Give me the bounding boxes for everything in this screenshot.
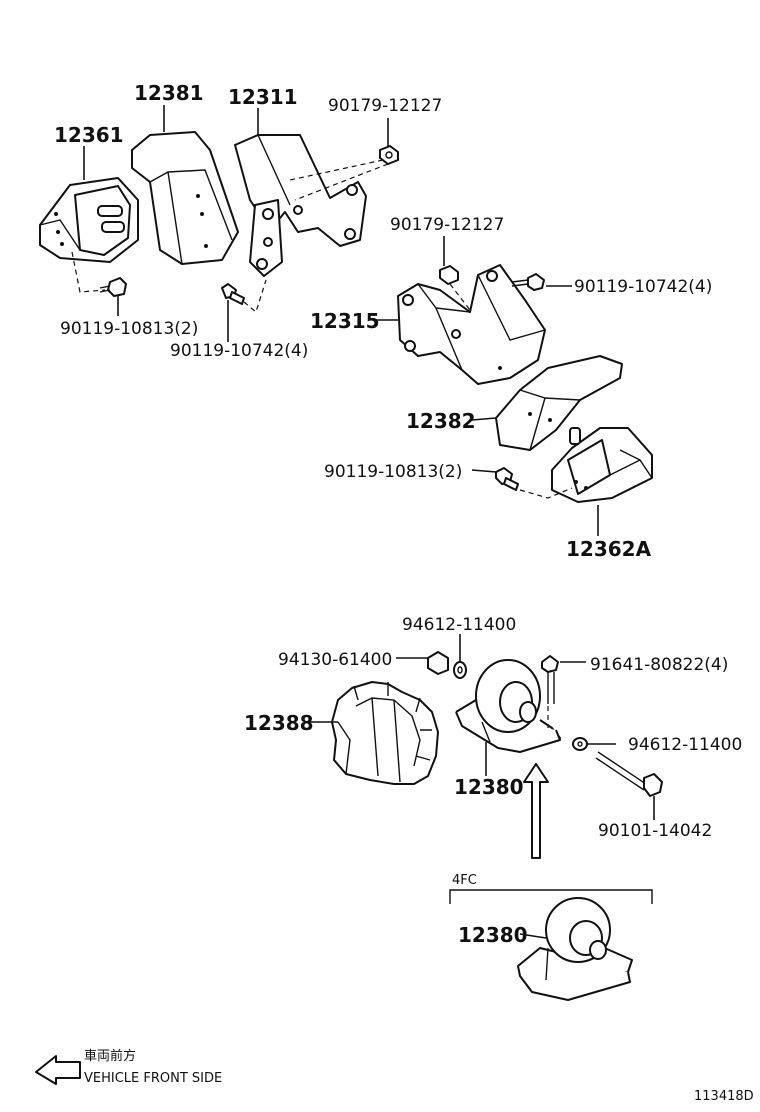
- bracket-12311: [234, 134, 367, 277]
- bolt-90119-10742-right: [511, 273, 545, 291]
- label-94612-11400-right: 94612-11400: [628, 735, 742, 755]
- label-12380-4fc: 12380: [458, 923, 528, 947]
- bracket-12315: [397, 264, 546, 385]
- front-arrow-icon: [35, 1055, 81, 1085]
- label-12315: 12315: [310, 309, 380, 333]
- label-12380: 12380: [454, 775, 524, 799]
- up-arrow-icon: [523, 763, 549, 859]
- insulator-12362A: [551, 427, 653, 503]
- insulator-12361: [39, 177, 139, 263]
- label-front-jp: 車両前方: [84, 1048, 136, 1064]
- label-front-en: VEHICLE FRONT SIDE: [84, 1071, 222, 1086]
- variant-bracket: [449, 889, 653, 904]
- label-drawing-number: 113418D: [694, 1089, 754, 1104]
- label-12362A: 12362A: [566, 537, 652, 561]
- label-12361: 12361: [54, 123, 124, 147]
- bolt-90101-14042: [595, 751, 663, 797]
- label-12381: 12381: [134, 81, 204, 105]
- label-12388: 12388: [244, 711, 314, 735]
- label-variant-4fc: 4FC: [452, 873, 477, 888]
- cover-12388: [331, 681, 439, 785]
- bolt-90119-10742-left: [221, 283, 245, 305]
- mount-12380-4fc: [517, 897, 633, 1001]
- bolt-90119-10813-left: [99, 277, 127, 297]
- label-90119-10742-right: 90119-10742(4): [574, 277, 712, 297]
- label-12311: 12311: [228, 85, 298, 109]
- label-91641-80822: 91641-80822(4): [590, 655, 728, 675]
- label-90101-14042: 90101-14042: [598, 821, 712, 841]
- nut-90179-top: [379, 145, 399, 165]
- nut-90179-mid: [439, 265, 459, 285]
- mount-12380: [455, 659, 561, 753]
- stopper-12382: [495, 355, 623, 451]
- label-12382: 12382: [406, 409, 476, 433]
- bolt-90119-10813-right: [495, 467, 519, 491]
- label-90119-10742-left: 90119-10742(4): [170, 341, 308, 361]
- washer-94612-top: [453, 661, 467, 679]
- leader-lines: [83, 105, 655, 939]
- label-90119-10813-left: 90119-10813(2): [60, 319, 198, 339]
- washer-94612-right: [572, 737, 588, 751]
- label-90119-10813-right: 90119-10813(2): [324, 462, 462, 482]
- bolt-91641-80822: [541, 655, 559, 704]
- label-94130-61400: 94130-61400: [278, 650, 392, 670]
- stopper-12381: [131, 131, 239, 265]
- nut-94130-61400: [427, 651, 449, 675]
- label-94612-11400-top: 94612-11400: [402, 615, 516, 635]
- label-90179-12127-top: 90179-12127: [328, 96, 442, 116]
- label-90179-12127-mid: 90179-12127: [390, 215, 504, 235]
